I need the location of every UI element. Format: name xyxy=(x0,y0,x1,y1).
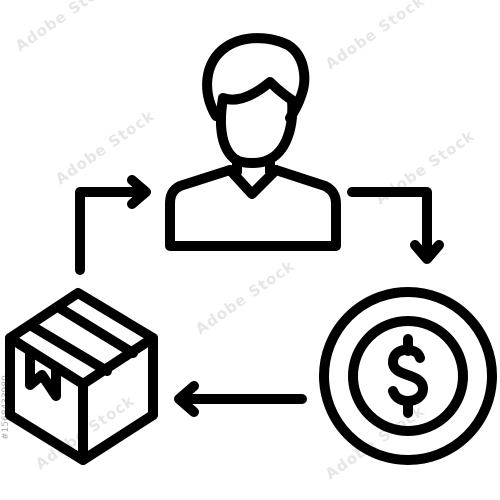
arrow-to-person xyxy=(75,175,151,275)
package-box-icon xyxy=(5,288,158,465)
watermark-text: Adobe Stock xyxy=(52,106,158,188)
person-icon xyxy=(165,33,341,251)
dollar-coin-icon xyxy=(319,287,497,465)
watermark-text: Adobe Stock xyxy=(192,256,298,338)
arrow-to-coin xyxy=(347,187,444,264)
watermark-text: Adobe Stock xyxy=(12,0,118,55)
watermark-text: Adobe Stock xyxy=(322,0,428,73)
arrow-to-box xyxy=(174,381,307,417)
dollar-sign-icon xyxy=(388,334,428,418)
